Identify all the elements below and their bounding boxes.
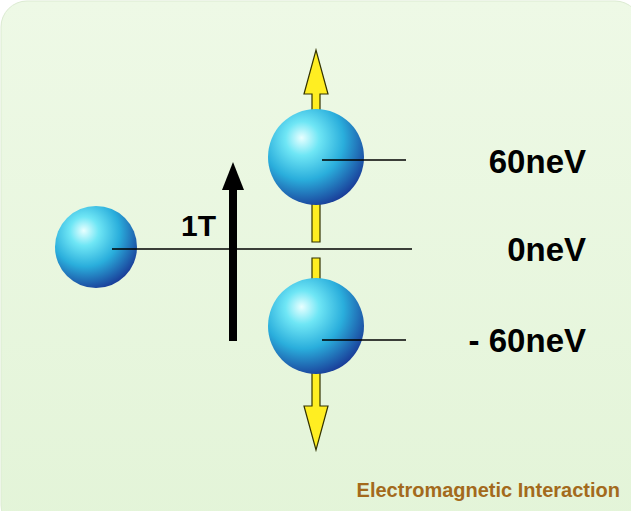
energy-level [322,159,406,161]
field-arrow-shaft [229,186,237,341]
energy-level [112,248,412,250]
particle-sphere [55,206,137,288]
energy-label: - 60neV [469,324,586,357]
energy-level [322,339,406,341]
caption: Electromagnetic Interaction [357,480,620,500]
field-label: 1T [181,211,216,241]
energy-label: 60neV [489,145,586,178]
energy-label: 0neV [507,233,586,266]
particle-sphere [268,109,364,205]
particle-sphere [268,278,364,374]
field-arrow-head [222,162,244,190]
